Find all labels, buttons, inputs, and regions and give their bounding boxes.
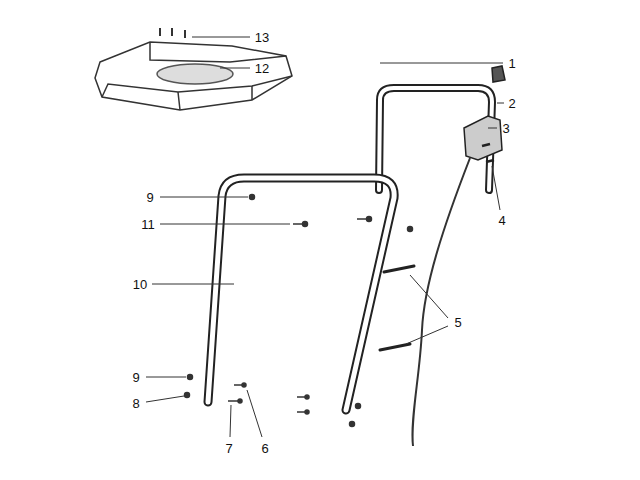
leader-line [406,275,448,344]
leader-line [380,63,503,64]
callout-number: 6 [261,441,268,456]
callout-wrapper: 8 [132,394,139,412]
callout-number: 5 [454,315,461,330]
callout-number: 12 [255,61,269,76]
lower-handle [208,178,394,410]
callout-number: 9 [146,190,153,205]
callout-number: 1 [508,56,515,71]
callout-wrapper: 9 [132,368,139,386]
hardware-part [185,393,190,398]
hardware-part [185,195,413,427]
hardware-part [242,383,246,387]
callout-wrapper: 6 [261,439,268,457]
callout-number: 7 [225,441,232,456]
control-part [464,66,505,162]
rod-part [380,344,410,350]
hardware-part [250,195,255,200]
rod-part [384,266,414,272]
bag-part [95,42,292,110]
callout-wrapper: 13 [255,28,269,46]
leader-line [160,197,248,198]
rod-part [380,266,414,350]
callout-number: 4 [498,213,505,228]
hardware-part [238,399,242,403]
cable-part [412,158,470,446]
callout-wrapper: 12 [255,59,269,77]
leader-line [492,166,500,210]
lower-handle [208,178,394,410]
callout-number: 10 [133,277,147,292]
callout-number: 3 [502,121,509,136]
leader-line [230,405,231,437]
callout-number: 8 [132,396,139,411]
hardware-part [228,400,238,402]
hardware-part [356,404,361,409]
hardware-part [293,223,303,225]
screw-part [184,30,186,38]
leader-line [152,284,234,285]
callout-wrapper: 7 [225,439,232,457]
callout-wrapper: 5 [454,313,461,331]
hardware-part [408,227,413,232]
leader-line [192,37,250,38]
screw-part [159,28,161,36]
callout-wrapper: 3 [502,119,509,137]
hardware-part [297,396,305,398]
callout-wrapper: 4 [498,211,505,229]
hardware-part [297,411,305,413]
hardware-part [188,375,193,380]
leader-line [146,396,184,402]
callout-wrapper: 2 [508,94,515,112]
hardware-part [234,384,242,386]
hardware-part [303,222,308,227]
bag-part [95,42,292,110]
control-part [492,66,505,82]
bag-part [178,86,252,110]
leader-line [488,128,497,129]
bag-part [150,42,286,62]
callout-wrapper: 10 [133,275,147,293]
hardware-part [357,218,367,220]
leader-line [220,68,250,69]
leader-line [146,37,504,437]
callout-number: 2 [508,96,515,111]
screw-part [171,28,173,36]
callout-wrapper: 11 [141,215,155,233]
control-part [464,116,502,160]
screw-part [160,28,185,38]
leader-line [497,103,504,104]
callout-number: 11 [141,217,155,232]
control-part [482,144,490,146]
bag-part [157,64,233,84]
lower-handle [208,178,394,410]
hardware-part [350,422,355,427]
callout-wrapper: 1 [508,54,515,72]
callout-number: 13 [255,30,269,45]
leader-line [146,377,186,378]
callout-wrapper: 9 [146,188,153,206]
callout-number: 9 [132,370,139,385]
control-part [486,160,494,162]
hardware-part [367,217,372,222]
hardware-part [305,395,309,399]
hardware-part [305,410,309,414]
leader-line [160,224,290,225]
leader-line [247,390,262,437]
